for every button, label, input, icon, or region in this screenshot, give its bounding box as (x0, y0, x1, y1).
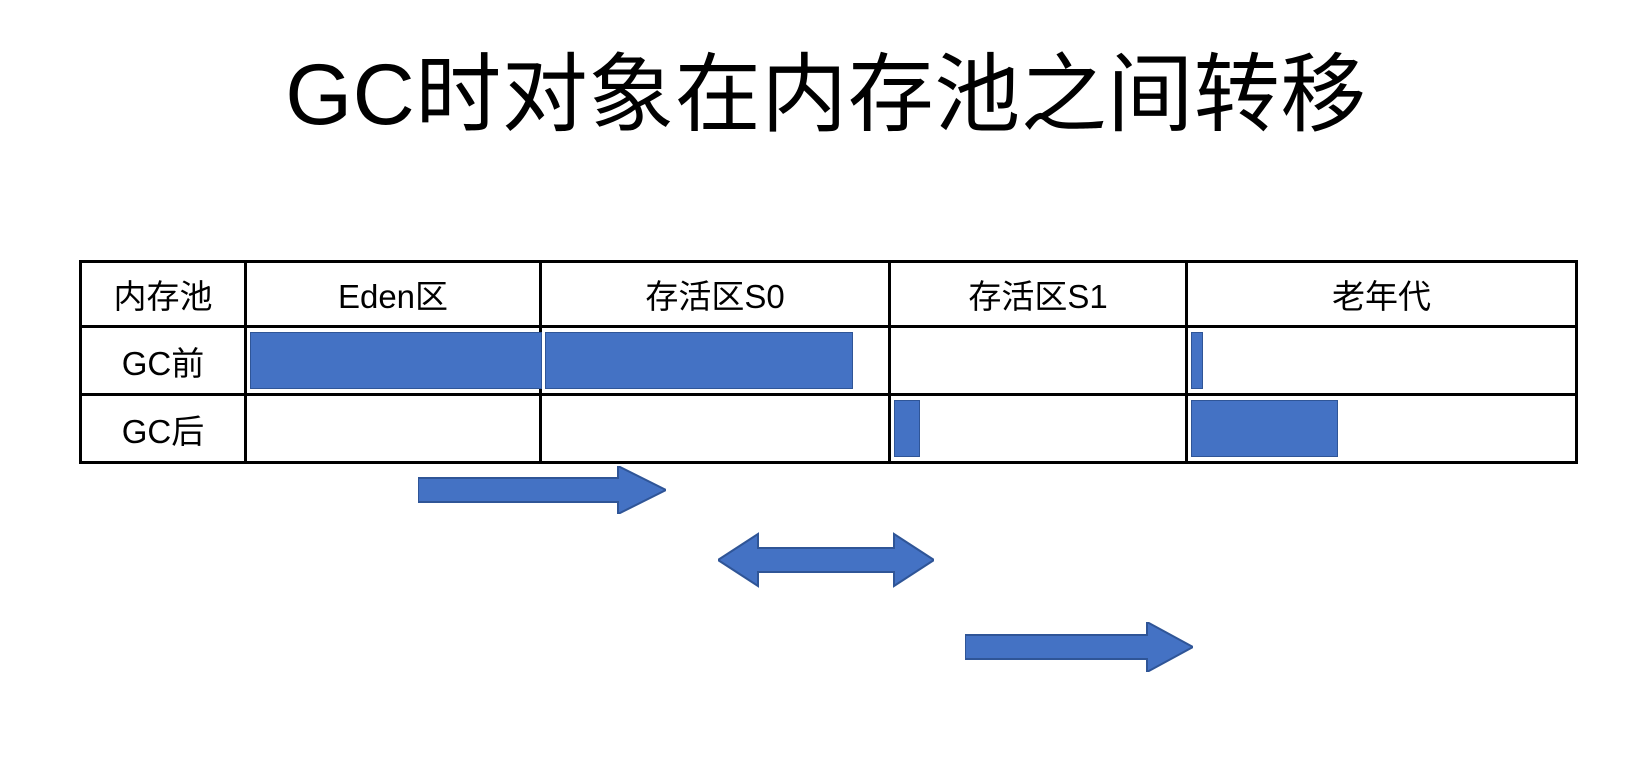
column-header-s0: 存活区S0 (539, 260, 891, 328)
column-header-old: 老年代 (1185, 260, 1578, 328)
column-header-pool: 内存池 (79, 260, 247, 328)
arrow-both-icon (718, 532, 934, 588)
column-header-s1: 存活区S1 (888, 260, 1188, 328)
memory-bar (545, 332, 853, 389)
bar-cell-after-eden (244, 393, 542, 464)
table-row: GC后 (79, 393, 1578, 464)
bar-cell-before-s1 (888, 325, 1188, 396)
page-title: GC时对象在内存池之间转移 (285, 47, 1367, 143)
memory-bar (1191, 332, 1203, 389)
row-label-after-gc: GC后 (79, 393, 247, 464)
bar-cell-before-s0 (539, 325, 891, 396)
bar-cell-after-old (1185, 393, 1578, 464)
memory-pool-table: 内存池 Eden区 存活区S0 存活区S1 老年代 GC前 GC后 (79, 260, 1578, 464)
arrow-right-icon (418, 466, 666, 514)
memory-bar (894, 400, 921, 457)
arrow-right-icon (965, 622, 1193, 672)
memory-bar (250, 332, 542, 389)
bar-cell-before-eden (244, 325, 542, 396)
table-row: GC前 (79, 325, 1578, 396)
row-label-before-gc: GC前 (79, 325, 247, 396)
bar-cell-before-old (1185, 325, 1578, 396)
table-header-row: 内存池 Eden区 存活区S0 存活区S1 老年代 (79, 260, 1578, 328)
column-header-eden: Eden区 (244, 260, 542, 328)
bar-cell-after-s0 (539, 393, 891, 464)
bar-cell-after-s1 (888, 393, 1188, 464)
memory-bar (1191, 400, 1339, 457)
